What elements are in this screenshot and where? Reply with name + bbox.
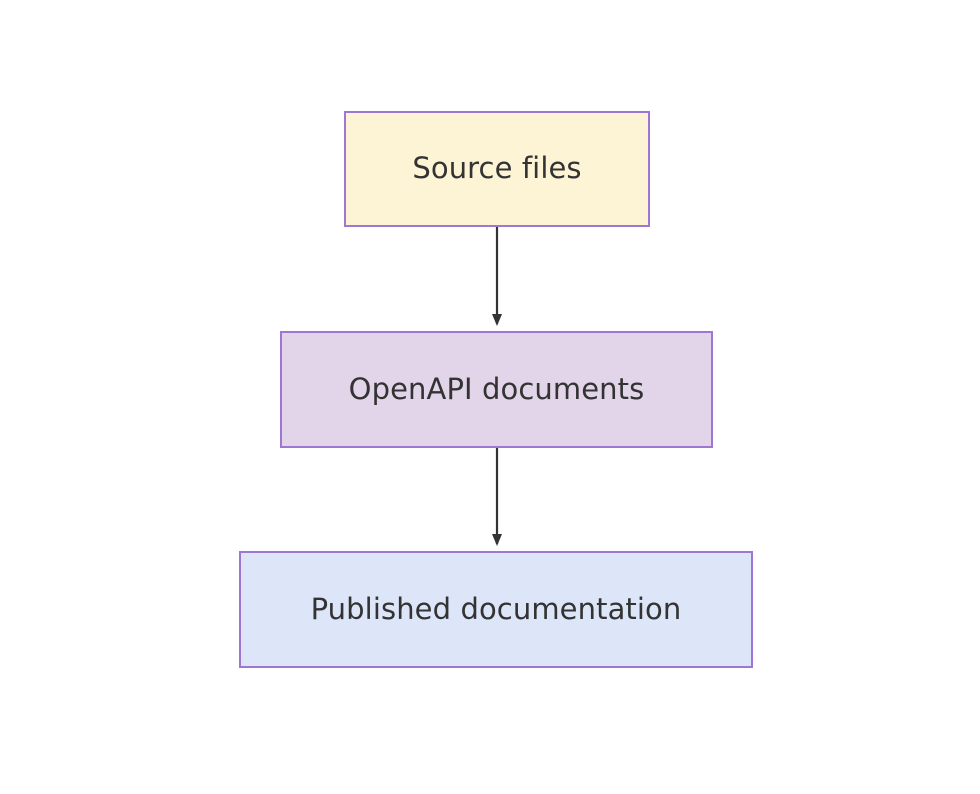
node-source-files[interactable]: Source files — [344, 111, 650, 227]
node-label: Published documentation — [310, 591, 682, 626]
node-openapi-documents[interactable]: OpenAPI documents — [280, 331, 713, 448]
node-published-documentation[interactable]: Published documentation — [239, 551, 753, 668]
node-label: Source files — [412, 151, 582, 186]
node-label: OpenAPI documents — [348, 371, 645, 406]
